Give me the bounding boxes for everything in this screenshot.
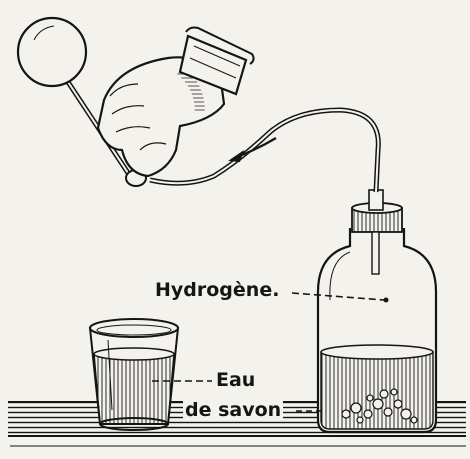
bottle [316, 189, 438, 434]
rubber-tube [149, 107, 381, 193]
flow-arrow [228, 137, 277, 162]
leader-lines [152, 292, 389, 412]
soap-water-label-line1: Eau [214, 369, 258, 391]
glass [88, 318, 180, 431]
cuff [178, 26, 255, 96]
soap-water-label-line2: de savon [183, 399, 284, 421]
hydrogen-label: Hydrogène. [153, 279, 282, 301]
soap-bubble [16, 16, 88, 88]
